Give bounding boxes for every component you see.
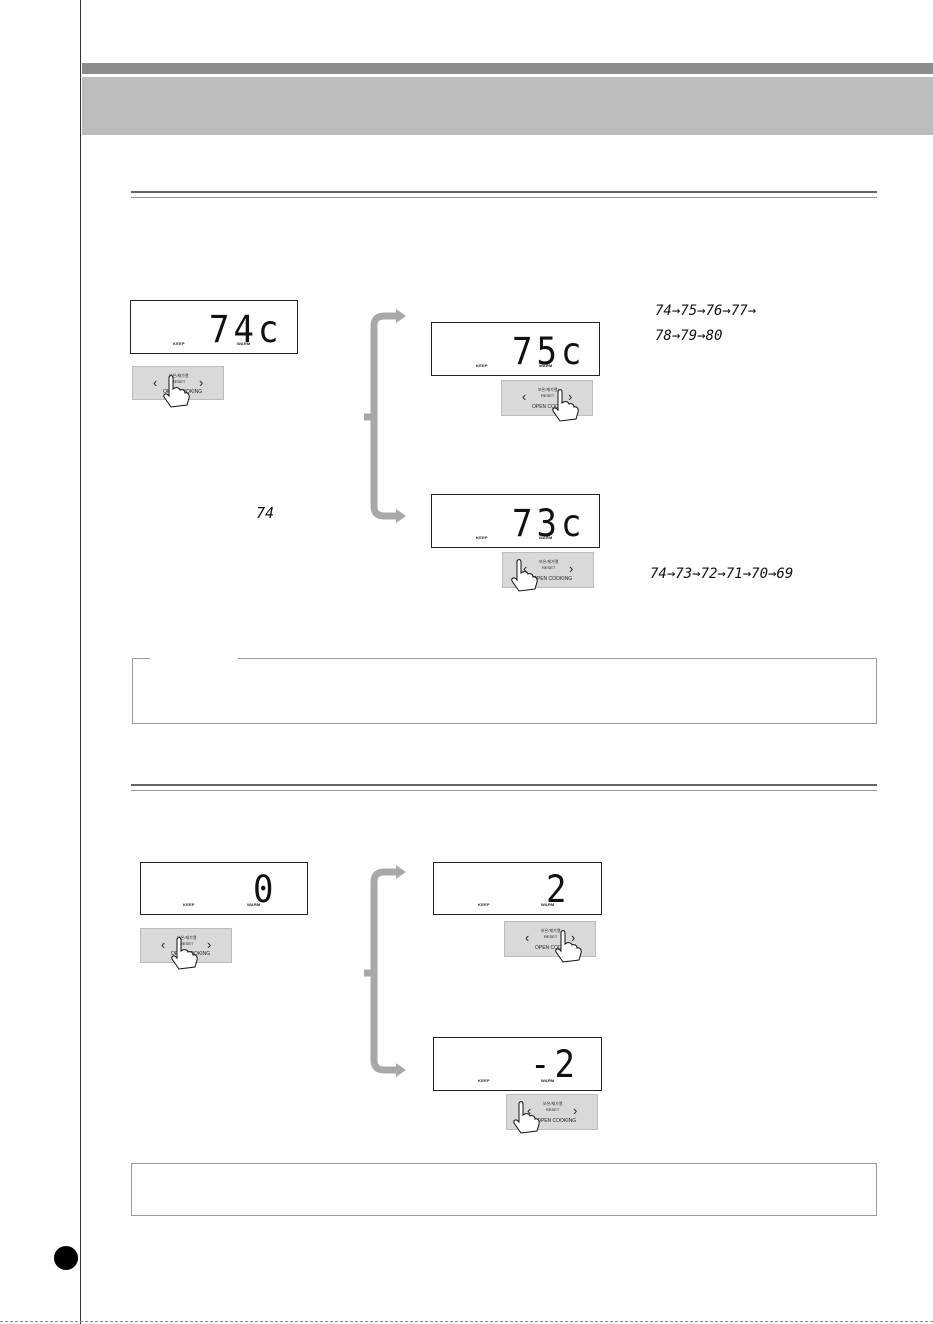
- pointing-hand-icon: [171, 937, 198, 970]
- keypad-open-cooking-label: OPEN COOKING: [537, 1118, 577, 1124]
- pointing-hand-icon: [555, 930, 582, 963]
- lcd-display-time-down: -2 KEEP WARM: [433, 1037, 602, 1091]
- bottom-trim-line: [0, 1321, 933, 1322]
- lcd-indicator-warm: WARM: [539, 535, 553, 540]
- pointing-hand-icon: [511, 559, 538, 592]
- lcd-indicator-keep: KEEP: [478, 902, 490, 907]
- control-keypad[interactable]: ‹ › 보온/재가열 RESET OPEN COOKING: [132, 366, 224, 408]
- keypad-top-label: 보온/재가열: [169, 373, 189, 378]
- left-arrow-button[interactable]: ‹: [525, 930, 530, 945]
- temp-up-sequence-line1: 74→75→76→77→: [655, 303, 757, 319]
- pointing-hand-icon: [552, 389, 579, 422]
- lcd-indicator-warm: WARM: [247, 902, 261, 907]
- control-keypad-time-down[interactable]: ‹ › 보온/재가열 RESET OPEN COOKING: [506, 1094, 598, 1134]
- lcd-indicator-warm: WARM: [541, 1078, 555, 1083]
- left-margin-rule: [80, 0, 81, 1324]
- right-arrow-button[interactable]: ›: [207, 937, 212, 952]
- header-band-dark: [82, 63, 933, 74]
- keypad-top-label: 보온/재가열: [539, 559, 559, 564]
- keypad-reset-label: RESET: [542, 565, 556, 570]
- left-arrow-button[interactable]: ‹: [527, 1103, 532, 1118]
- temp-up-sequence-line2: 78→79→80: [655, 328, 723, 344]
- lcd-value: 0: [253, 867, 278, 912]
- lcd-display-temp-down: 73c KEEP WARM: [431, 494, 600, 548]
- lcd-indicator-keep: KEEP: [476, 535, 488, 540]
- lcd-indicator-warm: WARM: [541, 902, 555, 907]
- lcd-value: 2: [546, 867, 571, 912]
- control-keypad-up[interactable]: ‹ › 보온/재가열 RESET OPEN COOKING: [501, 380, 593, 422]
- temp-down-sequence: 74→73→72→71→70→69: [650, 566, 794, 582]
- lcd-indicator-warm: WARM: [237, 341, 251, 346]
- keypad-top-label: 보온/재가열: [538, 387, 558, 392]
- section-rule-time: [131, 784, 877, 791]
- right-arrow-button[interactable]: ›: [199, 375, 204, 390]
- keypad-open-cooking-label: OPEN COOKING: [535, 945, 575, 951]
- keypad-reset-label: RESET: [180, 941, 194, 946]
- keypad-reset-label: RESET: [546, 1107, 560, 1112]
- lcd-value: 74c: [209, 307, 283, 352]
- left-arrow-button[interactable]: ‹: [522, 389, 527, 404]
- control-keypad-down[interactable]: ‹ › 보온/재가열 RESET OPEN COOKING: [502, 552, 594, 592]
- control-keypad-time-up[interactable]: ‹ › 보온/재가열 RESET OPEN COOKING: [504, 921, 596, 963]
- right-arrow-button[interactable]: ›: [571, 930, 576, 945]
- lcd-value: -2: [530, 1042, 579, 1087]
- lcd-display-main-temp: 74c KEEP WARM: [130, 300, 298, 354]
- lcd-display-temp-up: 75c KEEP WARM: [431, 322, 600, 376]
- keypad-open-cooking-label: OPEN COOKING: [533, 576, 573, 582]
- lcd-value: 75c: [512, 329, 586, 374]
- lcd-display-main-time: 0 KEEP WARM: [140, 862, 308, 915]
- lcd-indicator-keep: KEEP: [476, 363, 488, 368]
- keypad-reset-label: RESET: [544, 934, 558, 939]
- note-box: [132, 658, 877, 724]
- section-rule-temperature: [131, 191, 877, 198]
- keypad-top-label: 보온/재가열: [177, 935, 197, 940]
- note-box-time: [131, 1163, 877, 1216]
- keypad-top-label: 보온/재가열: [543, 1101, 563, 1106]
- lcd-indicator-keep: KEEP: [478, 1078, 490, 1083]
- lcd-value: 73c: [512, 501, 586, 546]
- inline-temp-value: 74: [256, 504, 275, 522]
- branch-bracket-time: [364, 865, 406, 1077]
- pointing-hand-icon: [513, 1101, 540, 1134]
- pointing-hand-icon: [163, 375, 190, 408]
- left-arrow-button[interactable]: ‹: [523, 561, 528, 576]
- keypad-reset-label: RESET: [172, 379, 186, 384]
- lcd-indicator-keep: KEEP: [183, 902, 195, 907]
- branch-bracket-temp: [364, 309, 406, 523]
- keypad-open-cooking-label: OPEN COOKING: [532, 404, 572, 410]
- lcd-indicator-warm: WARM: [539, 363, 553, 368]
- left-arrow-button[interactable]: ‹: [161, 937, 166, 952]
- lcd-display-time-up: 2 KEEP WARM: [433, 862, 602, 915]
- right-arrow-button[interactable]: ›: [569, 561, 574, 576]
- right-arrow-button[interactable]: ›: [568, 389, 573, 404]
- control-keypad-time[interactable]: ‹ › 보온/재가열 RESET OPEN COOKING: [140, 928, 232, 970]
- keypad-top-label: 보온/재가열: [541, 928, 561, 933]
- left-arrow-button[interactable]: ‹: [153, 375, 158, 390]
- lcd-indicator-keep: KEEP: [173, 341, 185, 346]
- page-number-marker: [54, 1246, 78, 1270]
- header-band: [82, 77, 933, 135]
- note-box-tab: [150, 657, 238, 660]
- keypad-reset-label: RESET: [541, 393, 555, 398]
- right-arrow-button[interactable]: ›: [573, 1103, 578, 1118]
